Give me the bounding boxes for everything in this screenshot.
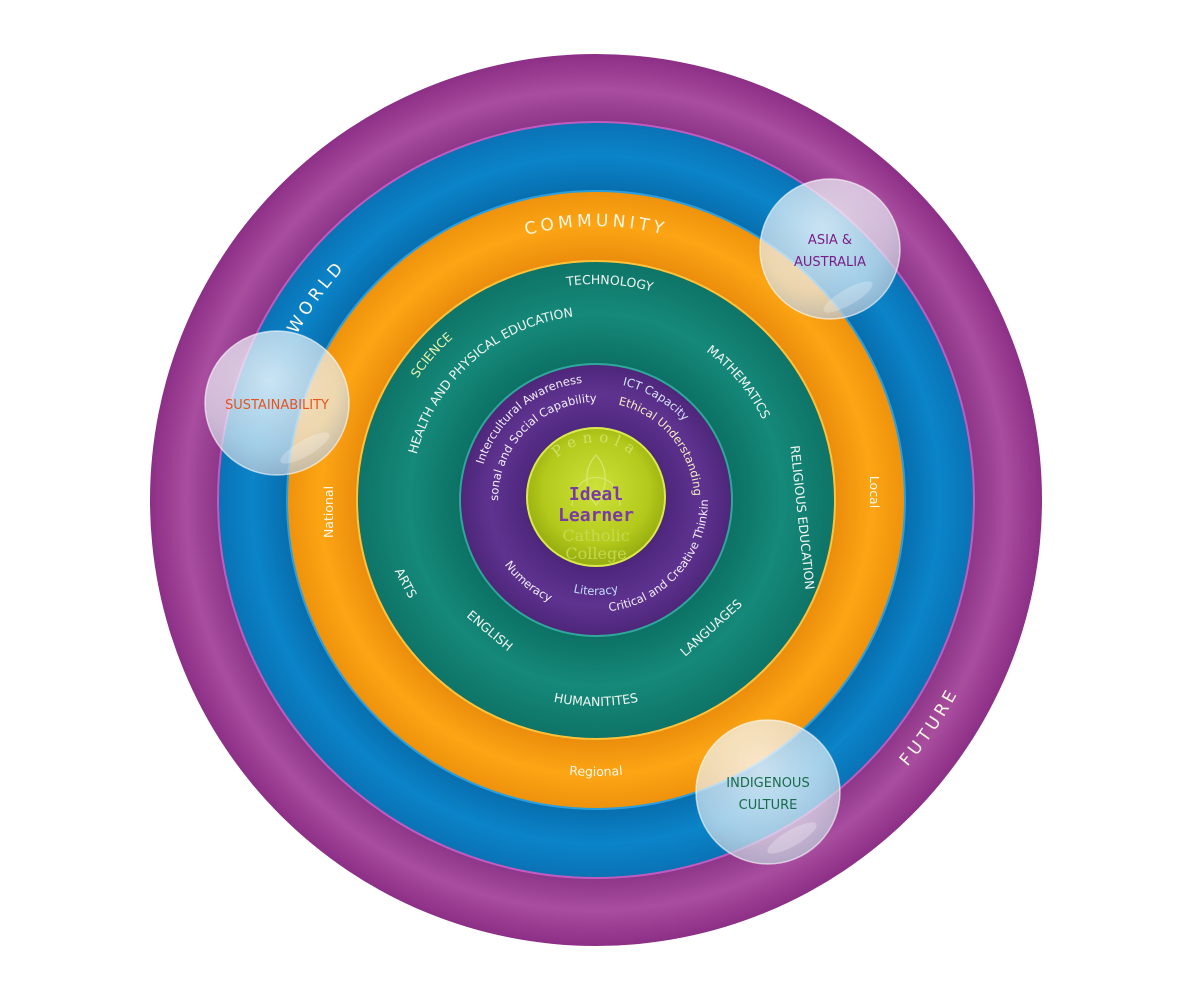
bubble-asia-australia: ASIA & AUSTRALIA <box>759 178 901 320</box>
subject-humanitites: HUMANITITES <box>553 690 639 709</box>
core-title-line2: Learner <box>558 505 634 526</box>
bubble-label-line1: SUSTAINABILITY <box>225 398 329 413</box>
penola-logo-watermark <box>571 453 621 507</box>
bubble-label-line2: CULTURE <box>739 798 798 813</box>
core-title-line1: Ideal <box>569 484 623 505</box>
bubble-label-line1: ASIA & <box>808 233 852 248</box>
community-national: National <box>321 486 336 538</box>
core-watermark-catholic: Catholic <box>562 526 629 545</box>
bubble-label-line2: AUSTRALIA <box>794 255 866 270</box>
capability-literacy: Literacy <box>573 581 620 598</box>
community-local: Local <box>867 476 882 508</box>
bubble-sustainability: SUSTAINABILITY <box>204 330 350 476</box>
core-watermark-college: College <box>565 544 626 563</box>
bubble-label-line1: INDIGENOUS <box>726 776 809 791</box>
bubble-indigenous-culture: INDIGENOUS CULTURE <box>695 719 841 865</box>
community-regional: Regional <box>569 763 623 779</box>
core-ideal-learner <box>526 427 666 567</box>
